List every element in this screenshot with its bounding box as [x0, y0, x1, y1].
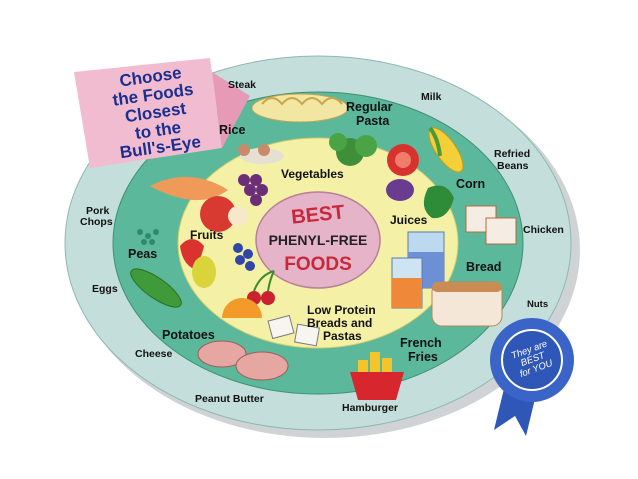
cantaloupe-illustration — [150, 176, 228, 201]
grapes-illustration — [238, 174, 268, 206]
chicken-illustration — [465, 205, 517, 245]
label-eggs: Eggs — [92, 283, 118, 295]
label-french-fries-1: French — [400, 336, 442, 350]
label-steak: Steak — [228, 79, 257, 91]
apple-illustration — [200, 196, 248, 232]
banner-shape — [74, 58, 222, 168]
ribbon-award — [490, 318, 574, 436]
pear-illustration — [192, 256, 216, 288]
pepper-illustration — [423, 185, 454, 219]
blueberries-illustration — [233, 243, 255, 271]
crackers-illustration — [267, 314, 320, 347]
label-potatoes: Potatoes — [162, 328, 215, 342]
label-regular-pasta-1: Regular — [346, 100, 393, 114]
center-phenyl-free: PHENYL-FREE — [268, 232, 368, 248]
label-peanut-butter: Peanut Butter — [195, 393, 264, 405]
label-corn: Corn — [456, 177, 486, 191]
eggplant-illustration — [386, 179, 414, 201]
label-juices: Juices — [390, 213, 428, 227]
label-peas: Peas — [128, 247, 158, 261]
bread-illustration — [431, 281, 503, 327]
rice-bowl-illustration — [238, 144, 284, 164]
fries-illustration — [350, 352, 404, 400]
label-chicken: Chicken — [523, 224, 564, 236]
label-milk: Milk — [421, 91, 442, 103]
label-low-protein-2: Breads and — [307, 316, 373, 330]
label-refried-beans-1: Refried — [494, 148, 531, 160]
label-pork-chops-1: Pork — [86, 205, 110, 217]
tomato-illustration — [387, 144, 419, 176]
broccoli-illustration — [329, 133, 377, 166]
potatoes-illustration — [197, 340, 289, 381]
pasta-illustration — [251, 93, 349, 123]
label-low-protein-3: Pastas — [323, 329, 362, 343]
label-vegetables: Vegetables — [281, 167, 344, 181]
label-rice: Rice — [219, 123, 246, 137]
label-pork-chops-2: Chops — [80, 216, 113, 228]
peas-illustration — [137, 229, 159, 245]
bullseye-center — [255, 191, 381, 289]
label-regular-pasta-2: Pasta — [356, 114, 390, 128]
label-cheese: Cheese — [135, 348, 173, 360]
banner: Choose the Foods Closest to the Bull's-E… — [82, 59, 228, 166]
label-french-fries-2: Fries — [408, 350, 438, 364]
label-refried-beans-2: Beans — [497, 160, 529, 172]
label-nuts: Nuts — [527, 299, 549, 310]
center-foods: FOODS — [284, 254, 352, 275]
label-low-protein-1: Low Protein — [307, 303, 376, 317]
banner-arrow — [212, 72, 250, 148]
label-fruits: Fruits — [190, 228, 224, 242]
label-hamburger: Hamburger — [342, 402, 399, 414]
corn-illustration — [428, 126, 464, 173]
pea-pod-illustration — [130, 268, 182, 308]
orange-slice-illustration — [222, 298, 262, 318]
label-bread: Bread — [466, 260, 502, 274]
